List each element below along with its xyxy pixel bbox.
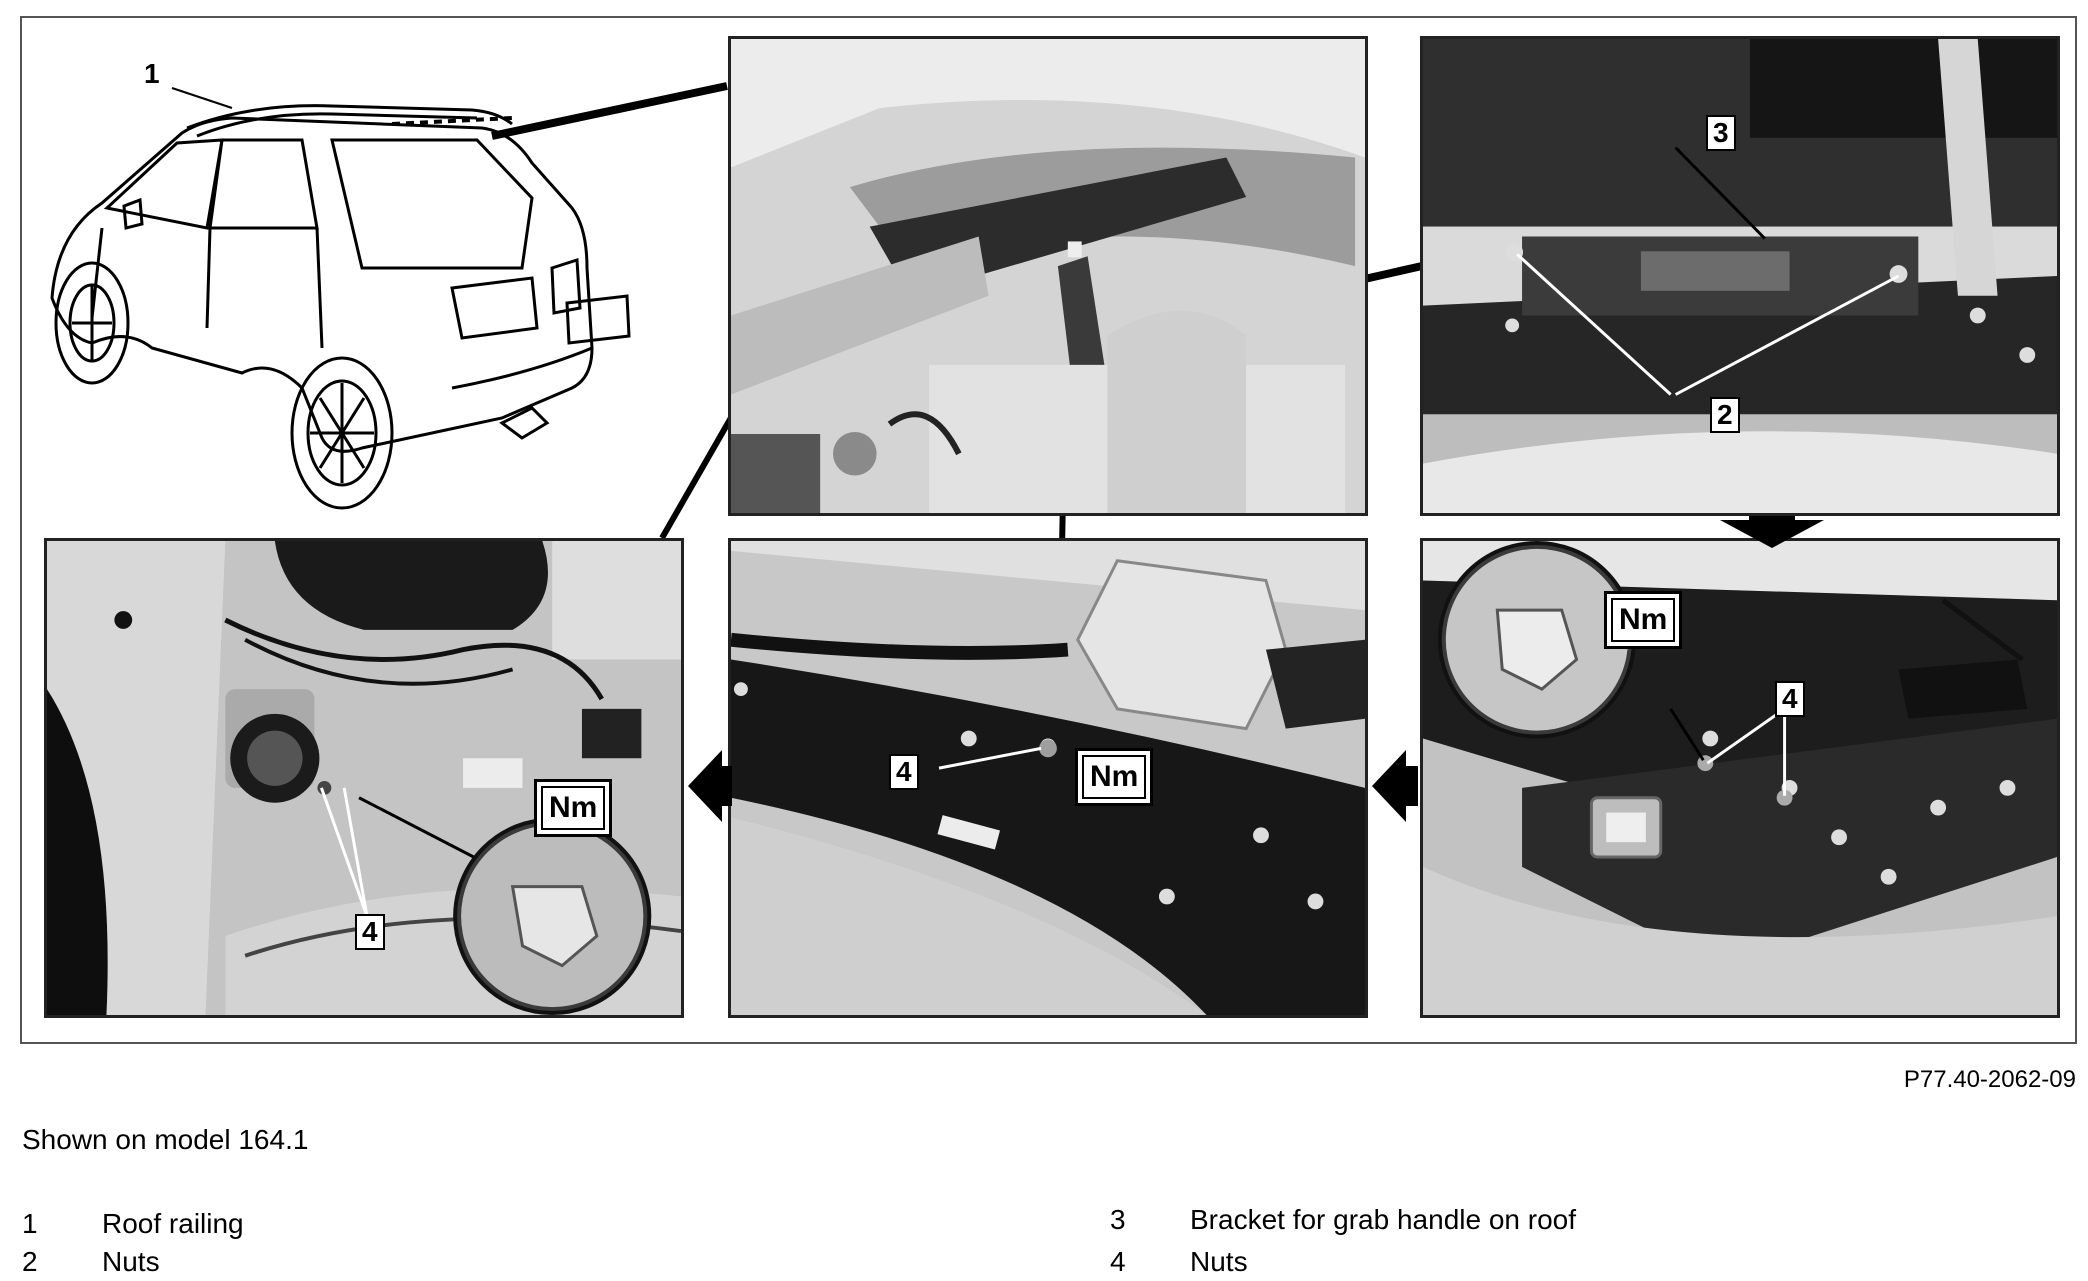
- legend-item-4: 4 Nuts: [1110, 1246, 1248, 1278]
- callout-4-middle: 4: [889, 754, 919, 790]
- arrow-down-stem: [1749, 516, 1795, 524]
- photo-middle-nut: 4 Nm: [728, 538, 1368, 1018]
- legend-number: 3: [1110, 1204, 1126, 1235]
- photo-headliner-overview: [728, 36, 1368, 516]
- arrow-left-middle-stem: [1406, 766, 1418, 806]
- photo-right-nuts: 4 Nm: [1420, 538, 2060, 1018]
- arrow-down: [1720, 520, 1824, 548]
- legend-label: Nuts: [102, 1246, 160, 1277]
- arrow-left-bottom: [688, 750, 722, 822]
- figure-code: P77.40-2062-09: [1903, 1066, 2076, 1093]
- torque-badge-left: Nm: [534, 779, 613, 837]
- legend-item-3: 3 Bracket for grab handle on roof: [1110, 1204, 1576, 1236]
- legend-item-2: 2 Nuts: [22, 1246, 160, 1278]
- legend-number: 1: [22, 1208, 38, 1239]
- torque-badge-right: Nm: [1604, 591, 1683, 649]
- callout-2: 2: [1710, 397, 1740, 433]
- legend-number: 4: [1110, 1246, 1126, 1277]
- legend-label: Bracket for grab handle on roof: [1190, 1204, 1577, 1235]
- arrow-left-bottom-stem: [722, 766, 732, 806]
- legend-number: 2: [22, 1246, 38, 1277]
- photo-grab-handle-bracket: 3 2: [1420, 36, 2060, 516]
- vehicle-illustration: 1: [32, 28, 722, 518]
- callout-1: 1: [144, 58, 160, 89]
- arrow-left-middle: [1372, 750, 1406, 822]
- callout-3: 3: [1706, 115, 1736, 151]
- legend-label: Roof railing: [102, 1208, 244, 1239]
- callout-4-left: 4: [355, 914, 385, 950]
- legend-label: Nuts: [1190, 1246, 1248, 1277]
- figure-frame: 1: [20, 16, 2077, 1044]
- figure-caption: Shown on model 164.1: [22, 1124, 309, 1155]
- legend-item-1: 1 Roof railing: [22, 1208, 244, 1240]
- callout-4-right: 4: [1775, 681, 1805, 717]
- torque-badge-middle: Nm: [1075, 748, 1154, 806]
- photo-left-nuts: 4 Nm: [44, 538, 684, 1018]
